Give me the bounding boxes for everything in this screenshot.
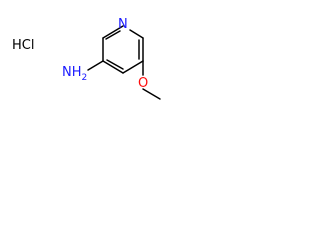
bond-n1-c2: [102, 25, 124, 39]
bond-n1-c2-inner: [105, 30, 121, 40]
bond-c4-c5: [122, 60, 144, 74]
amine-label-main: NH: [62, 65, 82, 80]
bond-c3-nh2: [87, 60, 104, 71]
hcl-label: HCl: [12, 38, 34, 53]
bond-o-ch3: [142, 88, 161, 100]
ring-nitrogen-label: N: [118, 17, 128, 32]
bond-c3-c4-inner: [106, 59, 124, 70]
oxygen-label: O: [138, 76, 148, 91]
bond-c3-c4: [102, 60, 124, 74]
chemical-structure-diagram: HCl N NH2 O: [12, 17, 161, 100]
bond-c6-n1: [129, 29, 144, 39]
amine-label-subscript: 2: [82, 73, 88, 83]
amine-label: NH2: [62, 65, 87, 83]
